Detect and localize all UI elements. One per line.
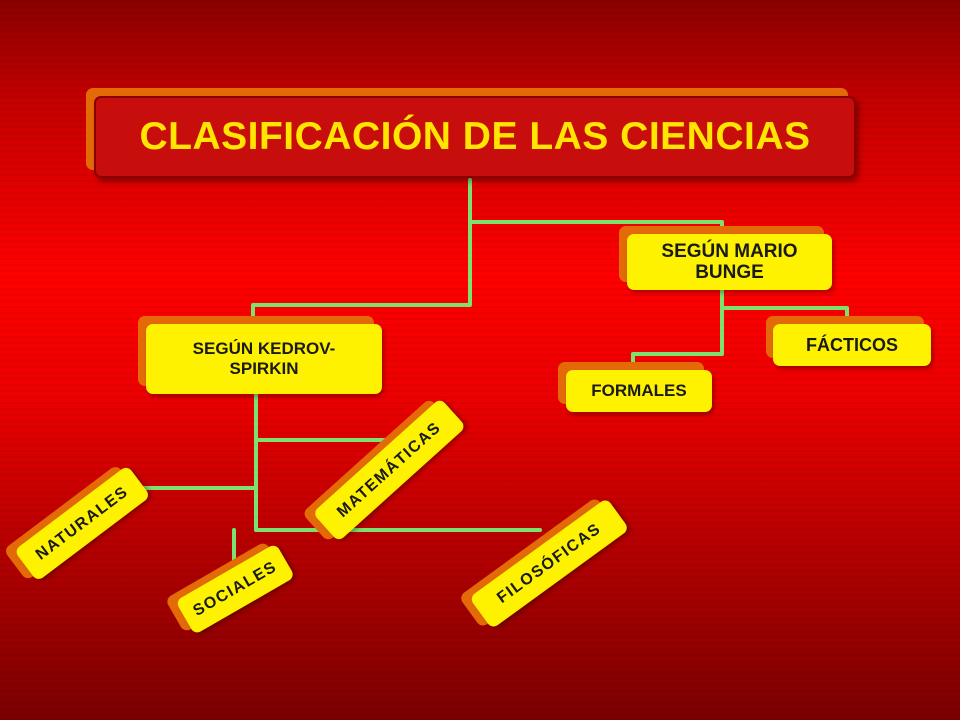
node-label: SEGÚN KEDROV- SPIRKIN <box>146 324 382 394</box>
node-label: FORMALES <box>566 370 712 412</box>
title-box: CLASIFICACIÓN DE LAS CIENCIAS <box>86 88 856 178</box>
node-label: FÁCTICOS <box>773 324 931 366</box>
diagram-title: CLASIFICACIÓN DE LAS CIENCIAS <box>94 96 856 178</box>
connector-bunge-formales <box>631 288 724 370</box>
node-formales: FORMALES <box>558 362 712 412</box>
node-label: SEGÚN MARIO BUNGE <box>627 234 832 290</box>
connector-title-kedrov <box>251 178 472 326</box>
node-segun-mario-bunge: SEGÚN MARIO BUNGE <box>619 226 832 290</box>
node-segun-kedrov-spirkin: SEGÚN KEDROV- SPIRKIN <box>138 316 382 394</box>
node-facticos: FÁCTICOS <box>766 316 931 366</box>
